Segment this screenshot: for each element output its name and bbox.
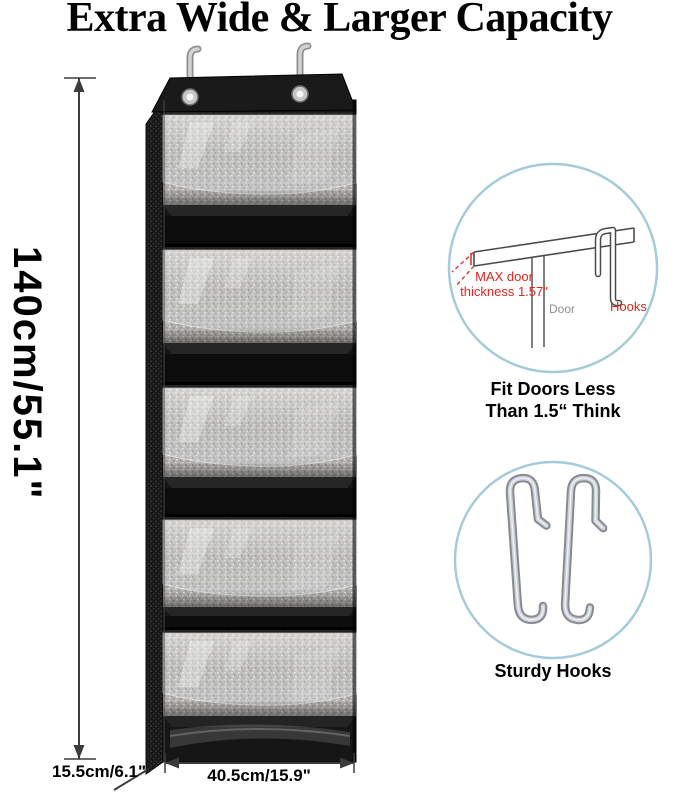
diagram-circle — [453, 460, 653, 660]
over-door-hook-icon — [505, 473, 551, 625]
grommet-icon — [291, 85, 309, 103]
side-mesh-panel — [145, 98, 164, 775]
door-fit-diagram — [447, 162, 659, 374]
pocket — [162, 517, 357, 607]
shelf-opening — [163, 205, 356, 247]
hanging-hook-icon — [296, 42, 312, 99]
note-line-2: thickness 1.57" — [460, 284, 548, 299]
door-hook-sketch-icon — [594, 226, 623, 307]
door-label: Door — [549, 302, 576, 316]
over-door-hook-icon — [560, 473, 608, 625]
depth-dimension-label: 15.5cm/6.1" — [52, 762, 147, 781]
caption-line-1: Fit Doors Less — [490, 379, 616, 399]
max-door-thickness-note: MAX door thickness 1.57" — [448, 269, 560, 299]
width-dimension-label: 40.5cm/15.9" — [207, 766, 311, 785]
pocket — [162, 630, 357, 716]
grommet-icon — [181, 88, 199, 106]
width-dimension-line — [164, 753, 355, 773]
top-flap — [151, 73, 357, 113]
organizer-illustration — [145, 42, 357, 775]
caption-line-2: Than 1.5“ Think — [485, 401, 621, 421]
pocket — [162, 112, 357, 205]
sturdy-hooks-caption: Sturdy Hooks — [494, 661, 612, 681]
hooks-label: Hooks — [610, 299, 647, 314]
fit-doors-caption: Fit Doors Less Than 1.5“ Think — [443, 378, 663, 422]
height-dimension-line — [64, 77, 96, 760]
hanging-hook-icon — [186, 45, 202, 102]
shelf-opening — [163, 343, 356, 385]
diagram-circle — [447, 162, 659, 374]
bottom-bin — [163, 716, 356, 748]
sturdy-hooks-diagram — [453, 460, 653, 660]
depth-dimension-line — [113, 769, 148, 791]
shelf-opening — [163, 607, 356, 630]
shelf-opening — [163, 477, 356, 517]
headline: Extra Wide & Larger Capacity — [66, 0, 613, 41]
thickness-dashed-lines — [451, 251, 475, 288]
pocket — [162, 247, 357, 343]
door-sketch — [473, 227, 635, 348]
note-line-1: MAX door — [475, 269, 533, 284]
pocket — [162, 385, 357, 477]
height-dimension-label: 140cm/55.1" — [5, 246, 49, 501]
